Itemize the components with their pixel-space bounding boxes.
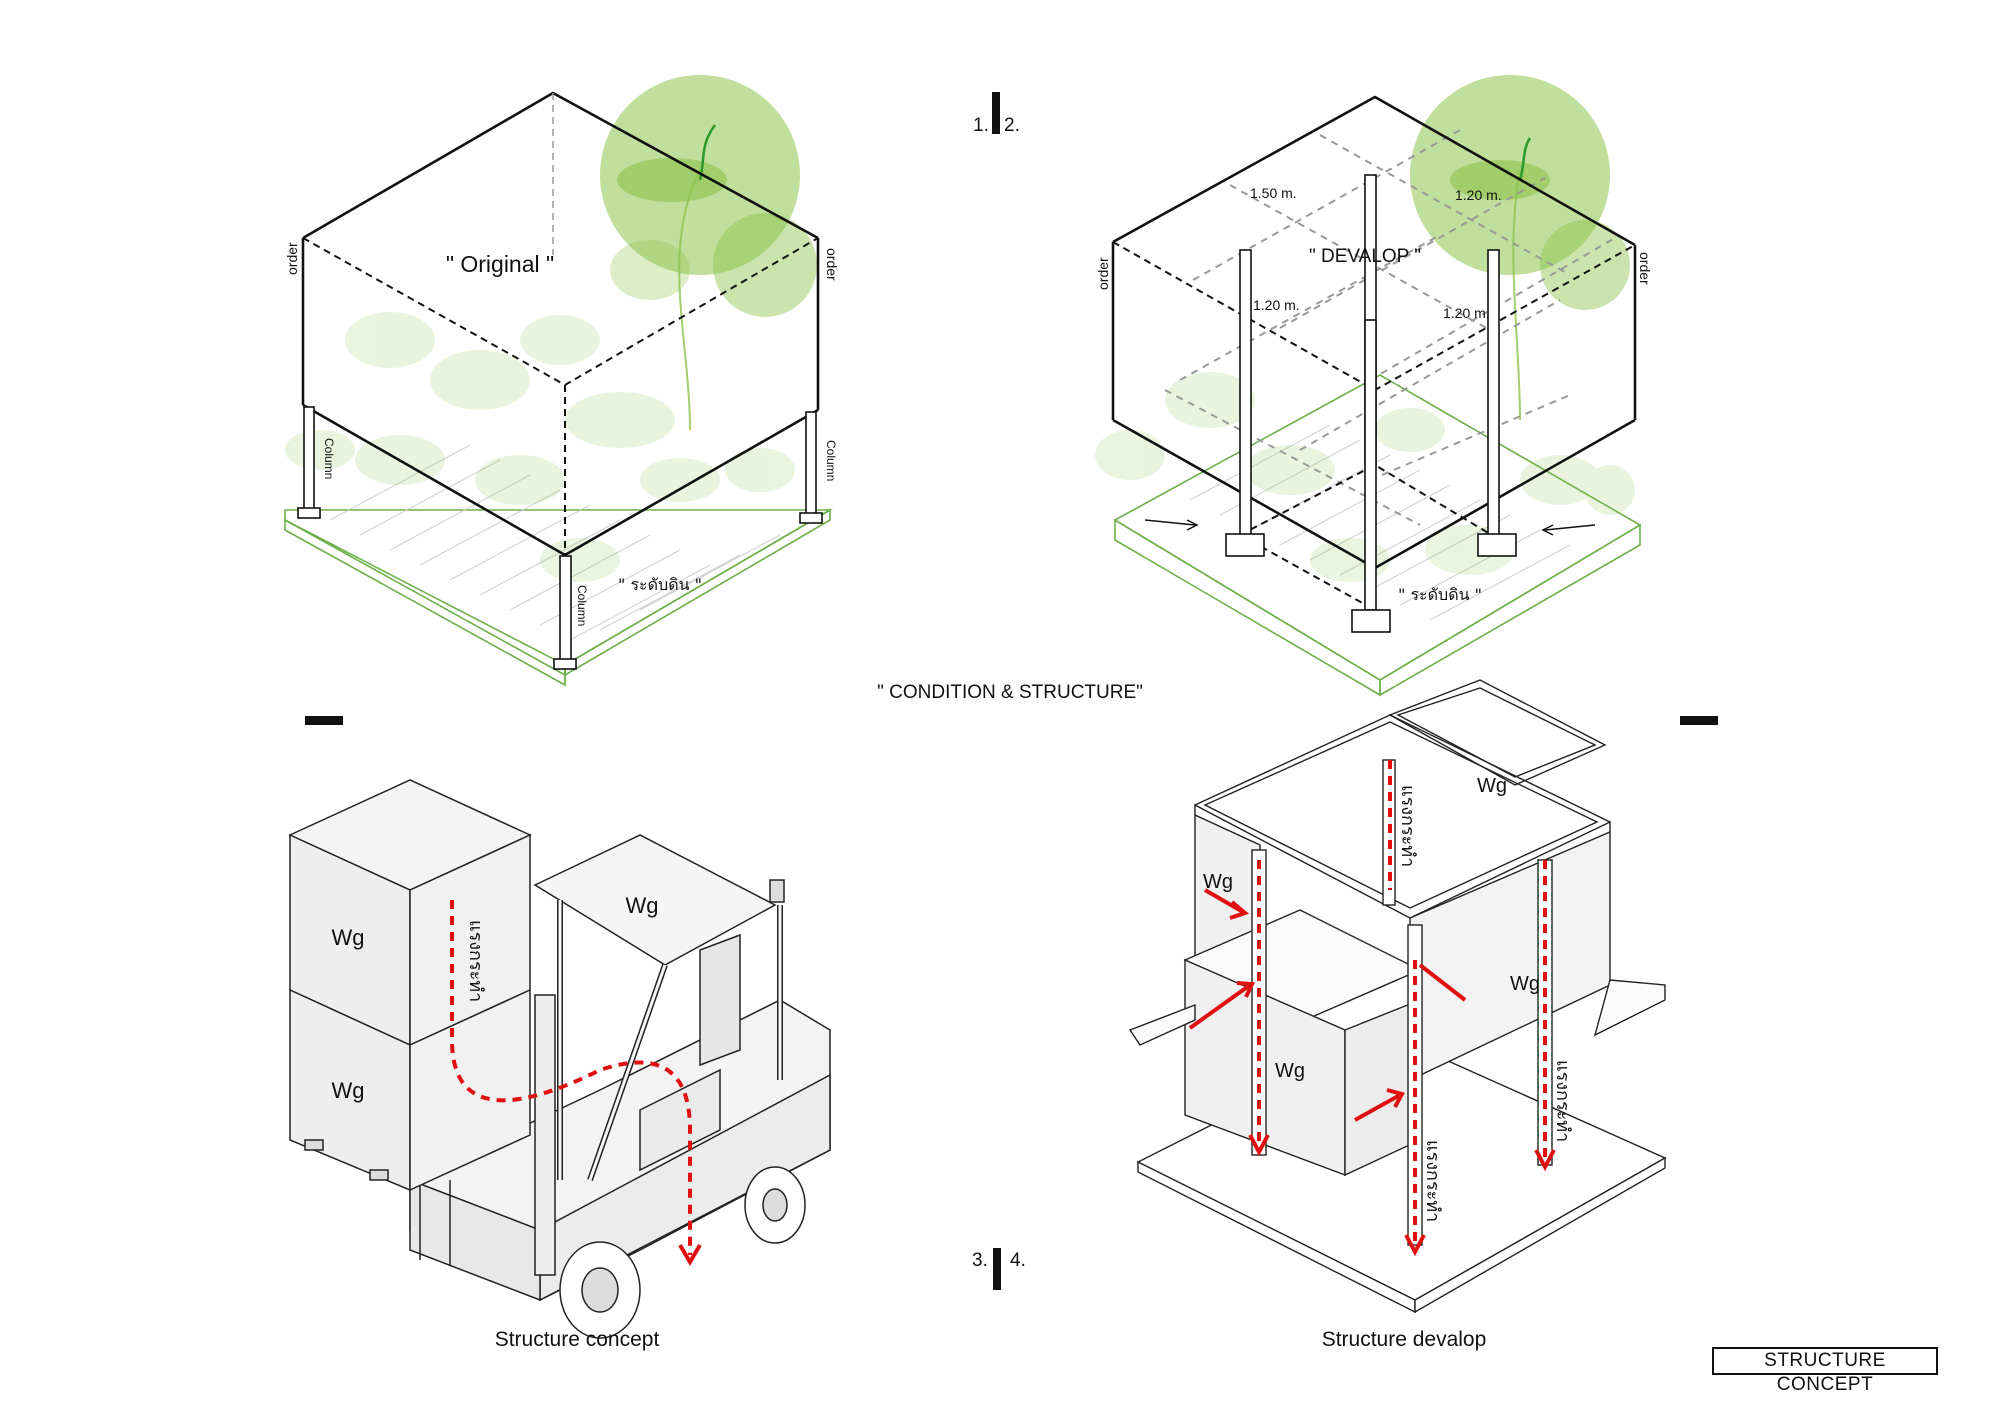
develop-force-label-3: แรงกระทำ — [1552, 1060, 1573, 1142]
develop-edge-label-left: order — [1095, 257, 1111, 290]
concept-caption: Structure concept — [495, 1328, 660, 1351]
vegetation — [1095, 75, 1635, 582]
separator-bar-right — [1680, 716, 1718, 725]
original-column-label-3: Column — [824, 440, 838, 481]
original-edge-label-right: order — [824, 248, 840, 281]
original-column-label-1: Column — [322, 438, 336, 479]
original-volume — [301, 91, 820, 557]
numbering-top: 1. 2. — [973, 92, 1020, 136]
number-4: 4. — [1010, 1250, 1026, 1271]
section-title: " CONDITION & STRUCTURE" — [877, 682, 1143, 703]
ground-hatch — [1189, 424, 1571, 621]
vegetation — [285, 75, 817, 582]
concept-weight-2: Wg — [332, 1078, 365, 1103]
original-title: " Original " — [446, 251, 554, 277]
force-path — [450, 900, 692, 1255]
panel-structure-concept: แรงกระทำ Wg Wg Wg Structure concept — [288, 779, 831, 1351]
panel-structure-develop: Wg Wg Wg Wg แรงกระทำ แรงกระทำ แรงกระทำ S… — [1128, 679, 1667, 1351]
develop-dim-1: 1.50 m. — [1250, 185, 1297, 201]
separator-bar-left — [305, 716, 343, 725]
number-3: 3. — [972, 1250, 988, 1271]
develop-weight-4: Wg — [1275, 1060, 1305, 1082]
concept-force-label: แรงกระทำ — [465, 920, 486, 1002]
weight-volumes — [1128, 813, 1666, 1177]
develop-columns — [1225, 174, 1517, 633]
develop-dim-4: 1.20 m. — [1443, 305, 1490, 321]
separator-bar-top — [992, 92, 1000, 134]
inward-arrows — [1144, 519, 1596, 536]
develop-weight-1: Wg — [1477, 775, 1507, 797]
roof-frame — [1193, 679, 1612, 919]
original-column-label-2: Column — [575, 585, 589, 626]
sheet-title: STRUCTURE CONCEPT — [1764, 1350, 1886, 1395]
forklift — [409, 834, 831, 1339]
develop-dim-3: 1.20 m. — [1253, 297, 1300, 313]
numbering-bottom: 3. 4. — [972, 1248, 1026, 1290]
develop-weight-3: Wg — [1510, 973, 1540, 995]
ground-slab — [1113, 374, 1642, 697]
panel-original: " Original " " ระดับดิน " order order Co… — [284, 75, 840, 687]
original-columns — [297, 406, 823, 670]
number-1: 1. — [973, 115, 989, 136]
develop-weight-2: Wg — [1203, 871, 1233, 893]
force-arrowhead — [678, 1243, 702, 1266]
original-ground-label: " ระดับดิน " — [618, 575, 702, 594]
develop-ground-label: " ระดับดิน " — [1398, 585, 1482, 604]
original-edge-label-left: order — [284, 242, 300, 275]
develop-edge-label-right: order — [1637, 252, 1653, 285]
force-arrows — [1188, 760, 1556, 1257]
develop-caption: Structure devalop — [1322, 1328, 1487, 1351]
number-2: 2. — [1004, 115, 1020, 136]
separator-bar-bottom — [993, 1248, 1001, 1290]
develop-title: " DEVALOP " — [1309, 246, 1421, 267]
sheet-title-box: STRUCTURE CONCEPT — [1712, 1347, 1938, 1395]
develop-dim-2: 1.20 m. — [1455, 187, 1502, 203]
concept-weight-3: Wg — [626, 893, 659, 918]
develop-force-label-2: แรงกระทำ — [1422, 1140, 1443, 1222]
load-boxes — [288, 779, 532, 1192]
grid-dimension-lines — [1164, 129, 1621, 526]
panel-develop: " DEVALOP " 1.50 m. 1.20 m. 1.20 m. 1.20… — [1095, 75, 1653, 697]
develop-force-label-1: แรงกระทำ — [1397, 785, 1418, 867]
concept-weight-1: Wg — [332, 925, 365, 950]
